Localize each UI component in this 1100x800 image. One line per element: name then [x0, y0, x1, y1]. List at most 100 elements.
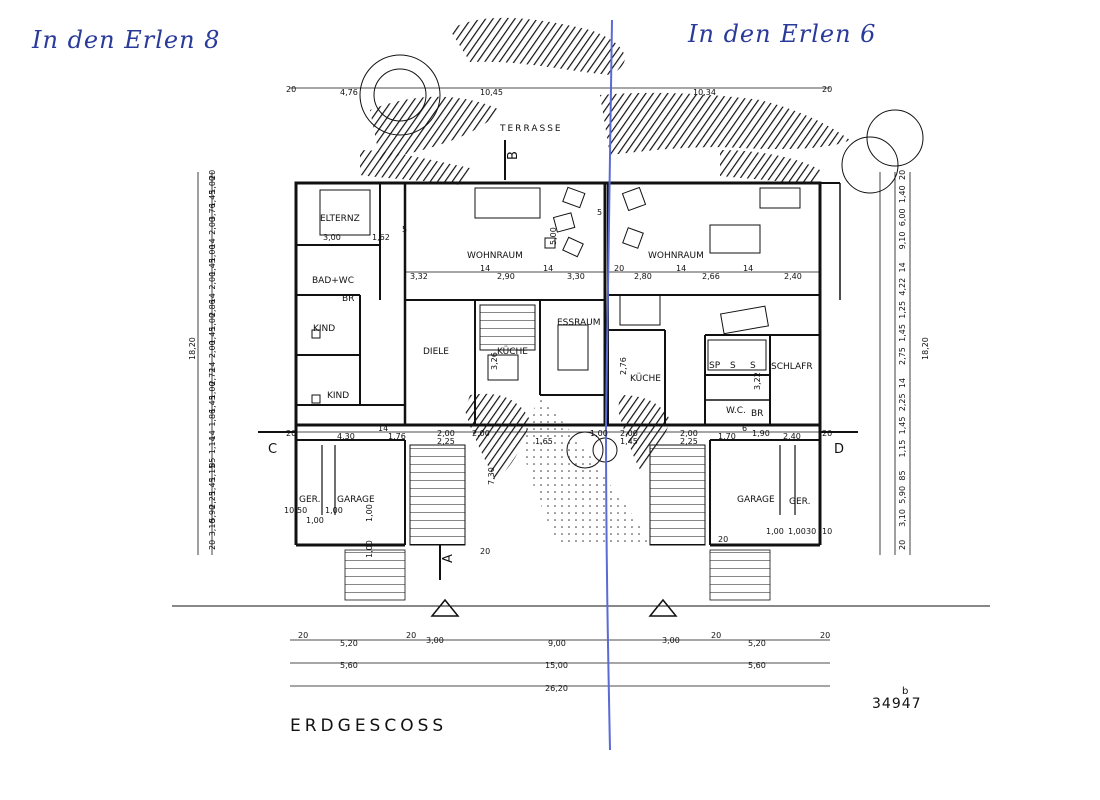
dim-schlafr-h: 3,22: [753, 372, 762, 390]
dim-bot1-0: 20: [298, 631, 308, 640]
dimension-chain-left: 201,001,453,762,00141,001,452,00142,861,…: [208, 170, 217, 550]
room-labels: TERRASSE ELTERNZ BAD+WC BR KIND KIND DIE…: [299, 124, 813, 507]
dim-bot2-0: 5,60: [340, 661, 358, 670]
left-chain-value: 1,15: [208, 464, 217, 482]
entrance-stairs-right: [649, 444, 706, 546]
dim-bot3-0: 26,20: [545, 684, 568, 693]
dim-gar-0: 20: [286, 429, 296, 438]
dim-gar-2: 14: [378, 424, 388, 433]
dim-gar-l-100a: 1,00: [306, 516, 324, 525]
dim-liv-l-1: 14: [480, 264, 490, 273]
dim-bot1-3: 3,00: [426, 636, 444, 645]
right-chain-value: 1,40: [898, 185, 907, 203]
left-chain-value: 14: [208, 293, 217, 303]
dim-liv-r-3: 2,66: [702, 272, 720, 281]
left-chain-value: 2,00: [208, 272, 217, 290]
right-chain-value: 20: [898, 540, 907, 550]
dim-right-total: 18,20: [921, 337, 930, 360]
right-chain-value: 14: [898, 378, 907, 388]
left-chain-value: 1,00: [208, 313, 217, 331]
dim-liv-r-2: 14: [676, 264, 686, 273]
left-chain-value: 2,00: [208, 340, 217, 358]
dim-gar-l-100b: 1,00: [325, 506, 343, 515]
room-kind-2: KIND: [327, 391, 349, 401]
left-chain-value: 1,45: [208, 477, 217, 495]
dimension-totals: 18,20 18,20: [188, 337, 930, 360]
dim-gar-16: 2,40: [783, 432, 801, 441]
right-chain-value: 85: [898, 470, 907, 480]
right-chain-value: 1,45: [898, 417, 907, 435]
dim-kueche-h: 3,26: [490, 352, 499, 370]
handwritten-address-left: In den Erlen 8: [32, 26, 221, 54]
unit-divider-line: [604, 19, 613, 751]
right-chain-value: 2,25: [898, 393, 907, 411]
section-mark-c: C: [268, 442, 277, 457]
driveway-steps-left: [344, 549, 406, 601]
entrance-marker-right: [648, 598, 678, 617]
left-chain-value: 85: [208, 458, 217, 468]
dim-liv-r-1: 2,80: [634, 272, 652, 281]
left-chain-value: 14: [208, 238, 217, 248]
room-essraum: ESSRAUM: [557, 318, 601, 328]
left-chain-value: 20: [208, 170, 217, 180]
dim-elternz-w: 3,00: [323, 233, 341, 242]
room-diele: DIELE: [423, 347, 449, 357]
dim-gar-l-100d: 1,00: [365, 540, 374, 558]
dim-gar-7: 1,65: [535, 437, 553, 446]
dim-wohn-5: 5: [402, 225, 407, 234]
dim-gar-1: 4,30: [337, 432, 355, 441]
interior-stair-left: [479, 304, 536, 351]
dim-gar-l-100c: 1,00: [365, 504, 374, 522]
dim-entry-20: 20: [718, 535, 728, 544]
room-ger-left: GER.: [299, 495, 320, 505]
section-mark-a: A: [441, 554, 456, 563]
left-chain-value: 1,45: [208, 258, 217, 276]
section-mark-b: B: [506, 151, 521, 160]
room-wohnraum-left: WOHNRAUM: [467, 251, 523, 261]
dim-kueche-r-h: 2,76: [619, 357, 628, 375]
garden-path: [520, 395, 650, 545]
archive-stamp: b 34947: [872, 686, 922, 712]
room-garage-left: GARAGE: [337, 495, 375, 505]
dim-top-3: 10,34: [693, 88, 716, 97]
dim-bot1-5: 3,00: [662, 636, 680, 645]
room-terrasse: TERRASSE: [499, 124, 563, 134]
stamp-code: 34947: [872, 696, 922, 712]
room-sp: SP: [709, 361, 721, 371]
dim-left-total: 18,20: [188, 337, 197, 360]
dim-entry-h: 7,30: [487, 467, 496, 485]
room-schlafr: SCHLAFR: [771, 362, 813, 372]
dim-gar-17: 20: [822, 429, 832, 438]
room-kueche-left: KÜCHE: [497, 346, 528, 357]
right-chain-value: 4,22: [898, 278, 907, 296]
left-chain-value: 2,72: [208, 368, 217, 386]
dim-gar-12: 2,25: [680, 437, 698, 446]
dim-gar-11: 2,00: [680, 429, 698, 438]
dim-wohn-5b: 5: [597, 208, 602, 217]
right-chain-value: 2,75: [898, 347, 907, 365]
dim-bot1-1: 5,20: [340, 639, 358, 648]
left-chain-value: 3,10: [208, 518, 217, 536]
left-chain-value: 1,00: [208, 244, 217, 262]
right-chain-value: 1,15: [898, 440, 907, 458]
right-chain-value: 6,00: [898, 208, 907, 226]
room-s1: S: [730, 361, 736, 371]
left-chain-value: 1,86: [208, 409, 217, 427]
left-chain-value: 1,00: [208, 381, 217, 399]
dimension-chain-right: 201,406,009,10144,221,251,452,75142,251,…: [898, 170, 907, 550]
right-chain-value: 14: [898, 262, 907, 272]
room-wc: W.C.: [726, 406, 746, 416]
dim-gar-5: 2,25: [437, 437, 455, 446]
dimension-texts: 20 4,76 10,45 10,34 20 3,32 14 2,90 14 3…: [284, 85, 832, 693]
dim-liv-r-4: 14: [743, 264, 753, 273]
room-br-left: BR: [342, 294, 354, 304]
dim-bot1-6: 20: [711, 631, 721, 640]
entrance-stairs-left: [409, 444, 466, 546]
dim-bot1-2: 20: [406, 631, 416, 640]
room-wohnraum-right: WOHNRAUM: [648, 251, 704, 261]
right-chain-value: 20: [898, 170, 907, 180]
dim-top-4: 20: [822, 85, 832, 94]
dim-stair-h: 5,00: [549, 227, 558, 245]
